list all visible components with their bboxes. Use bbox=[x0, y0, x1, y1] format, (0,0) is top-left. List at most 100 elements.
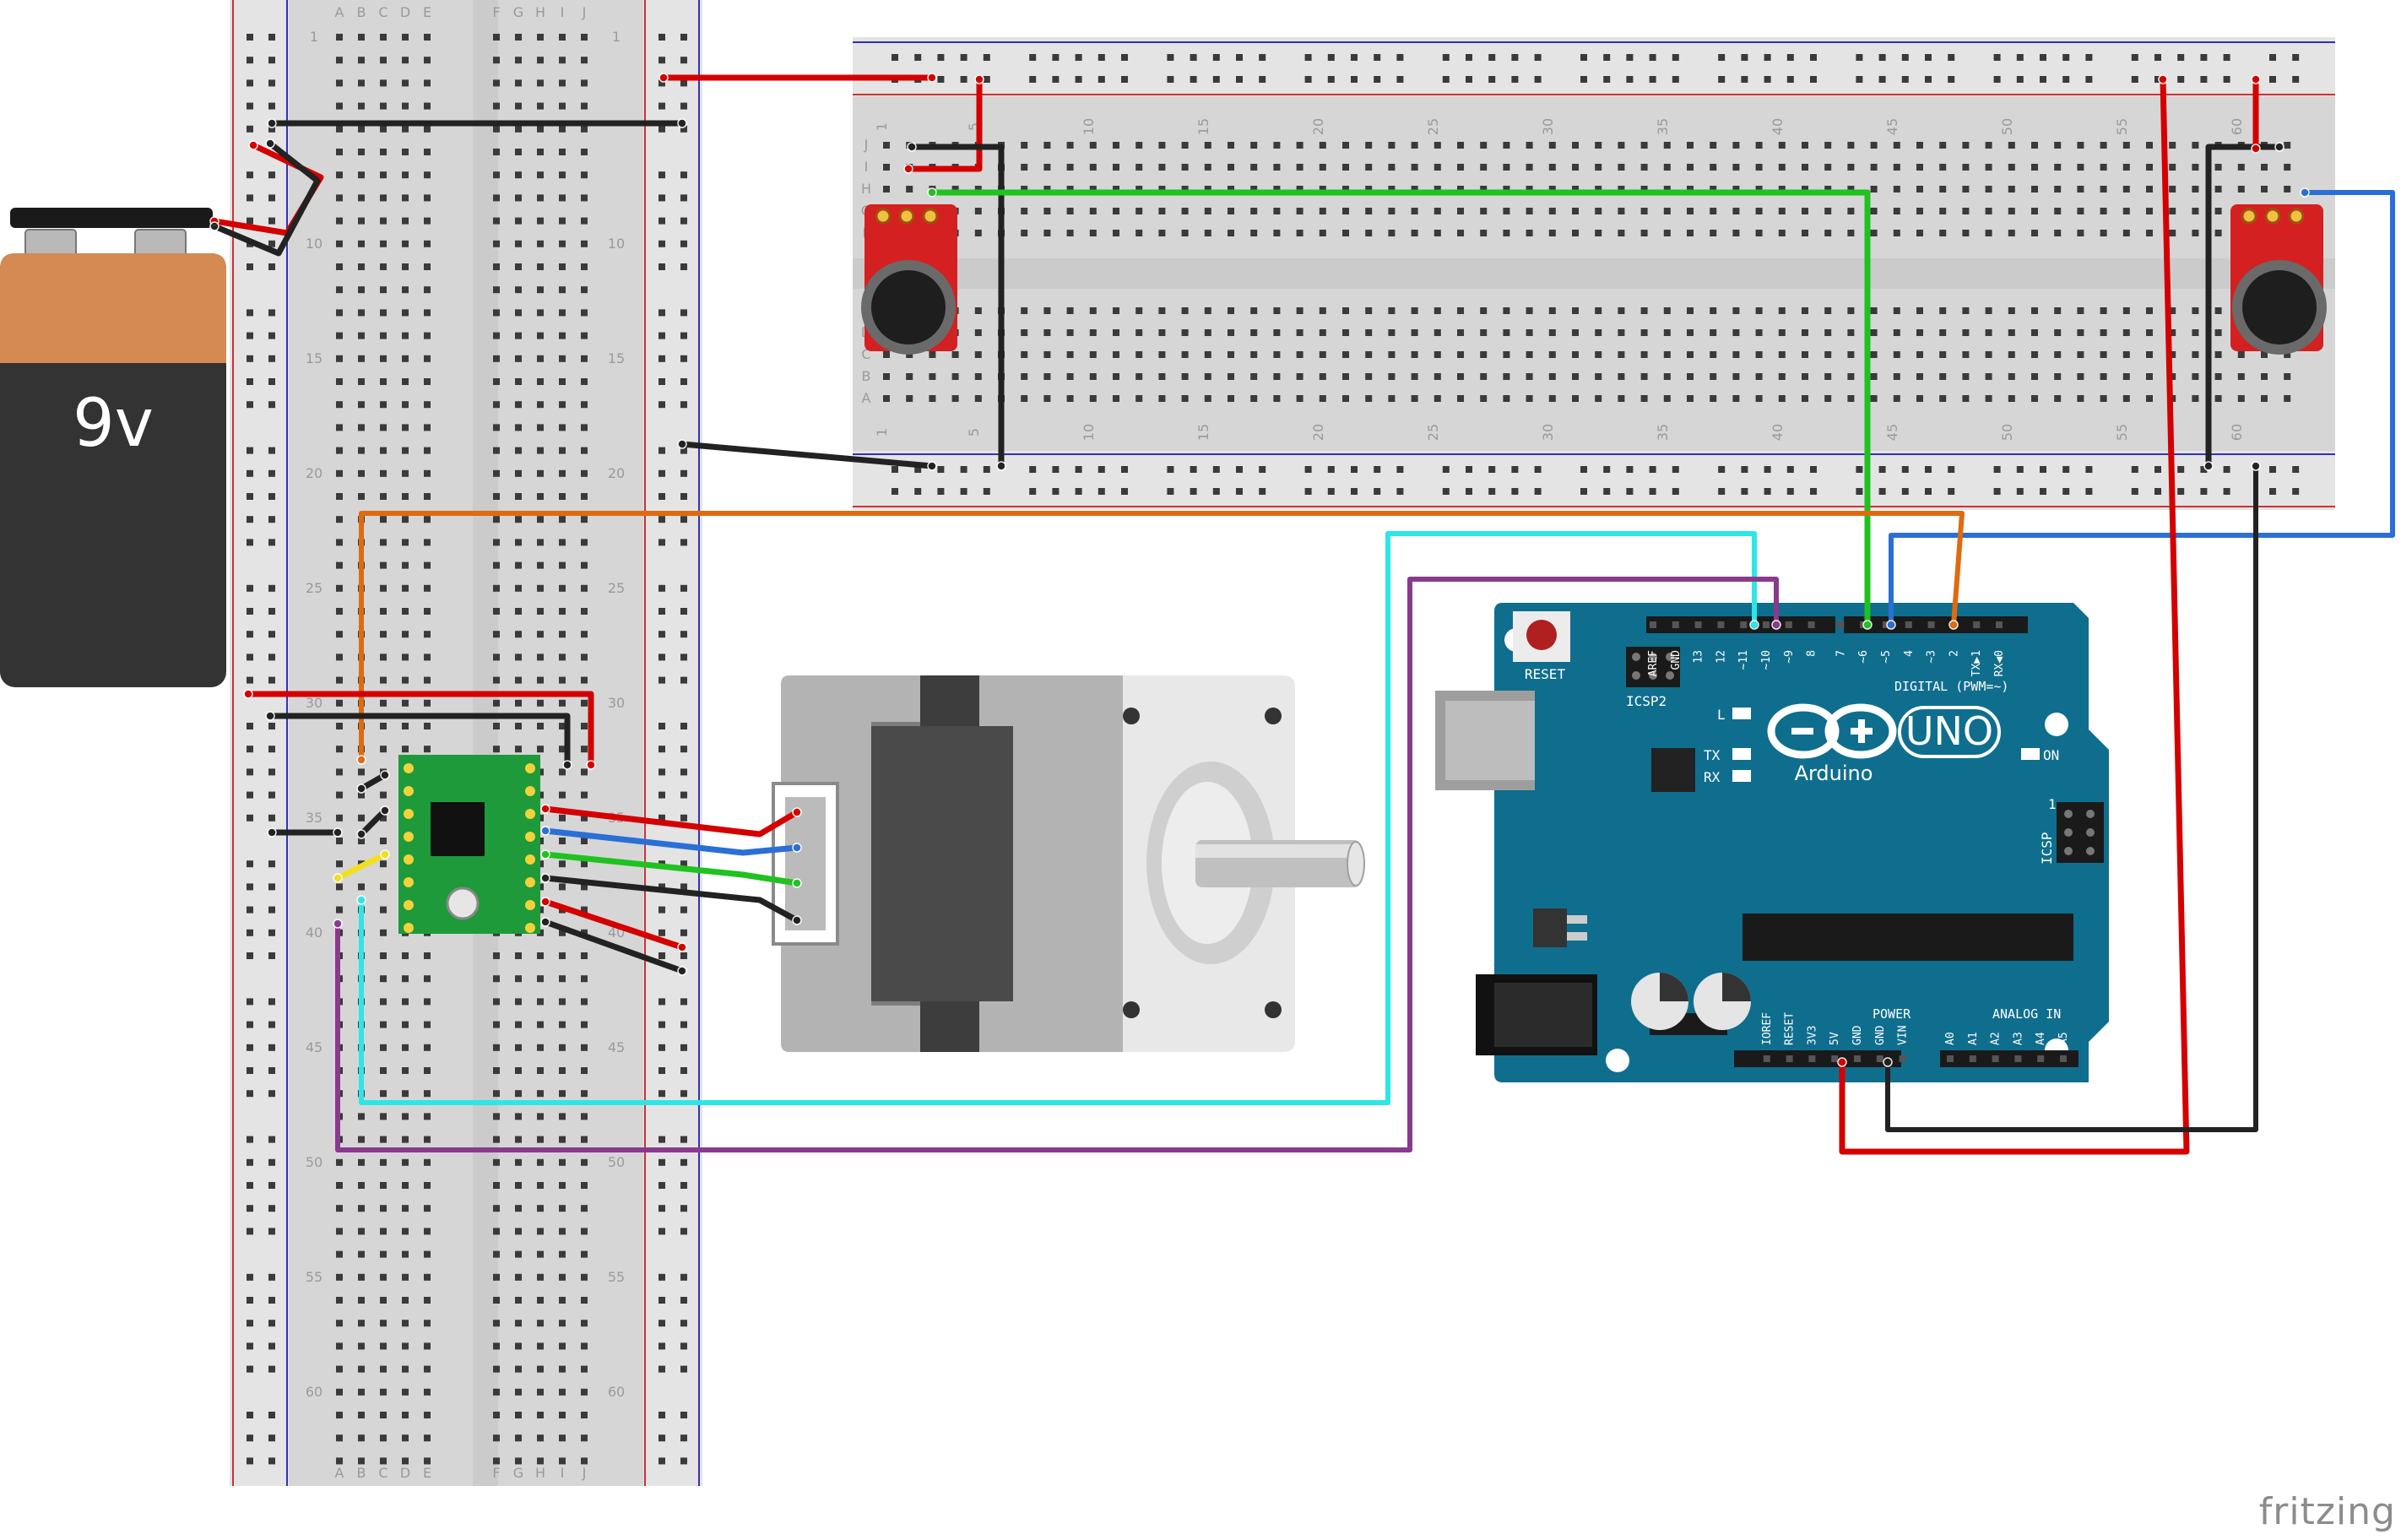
wire-coil-blue bbox=[542, 827, 800, 856]
arduino-pin-label: A5 bbox=[2057, 1032, 2070, 1045]
wire-driver-black-out bbox=[542, 919, 686, 974]
arduino-logo bbox=[1767, 703, 2001, 759]
row-number: 50 bbox=[306, 1154, 322, 1170]
col-letter: G bbox=[513, 1465, 523, 1481]
row-number: 50 bbox=[608, 1154, 625, 1170]
col-number: 45 bbox=[1884, 424, 1900, 441]
row-number: 1 bbox=[310, 29, 318, 45]
col-number: 15 bbox=[1195, 424, 1211, 441]
led-tx-label: TX bbox=[1704, 747, 1721, 763]
arduino-pin-label: 7 bbox=[1835, 650, 1847, 657]
arduino-pin-label: ~6 bbox=[1857, 650, 1870, 664]
row-number: 40 bbox=[306, 925, 322, 941]
row-number: 60 bbox=[608, 1384, 625, 1400]
col-number: 60 bbox=[2229, 424, 2245, 441]
arduino-pin-label: GND bbox=[1851, 1025, 1864, 1045]
col-number: 5 bbox=[966, 122, 982, 131]
arduino-pin-label: A3 bbox=[2012, 1032, 2024, 1045]
wire-coil-green bbox=[542, 851, 800, 887]
wire-driver-red bbox=[245, 691, 594, 768]
row-letter: C bbox=[861, 346, 870, 362]
col-letter: E bbox=[423, 4, 431, 20]
col-letter: F bbox=[492, 1465, 500, 1481]
col-letter: I bbox=[561, 1465, 565, 1481]
row-letter: A bbox=[862, 390, 871, 406]
wire-5v bbox=[1839, 76, 2190, 1155]
col-letter: G bbox=[513, 4, 523, 20]
arduino-pin-label: 12 bbox=[1715, 650, 1727, 664]
icsp2-label: ICSP2 bbox=[1626, 693, 1667, 709]
arduino-pin-label: 8 bbox=[1806, 650, 1818, 657]
arduino-pin-label: 4 bbox=[1903, 650, 1916, 657]
wire-sensor-left-out bbox=[929, 189, 1871, 628]
arduino-pin-label: RESET bbox=[1784, 1012, 1797, 1045]
row-letter: J bbox=[864, 137, 869, 153]
led-rx-label: RX bbox=[1704, 769, 1721, 785]
col-letter: J bbox=[582, 1465, 587, 1481]
arduino-pin-label: IOREF bbox=[1761, 1012, 1774, 1045]
col-letter: B bbox=[357, 4, 366, 20]
arduino-pin-label: 3V3 bbox=[1806, 1026, 1818, 1045]
col-letter: E bbox=[423, 1465, 431, 1481]
row-number: 20 bbox=[608, 465, 625, 481]
arduino-pin-label: VIN bbox=[1897, 1026, 1910, 1045]
col-number: 10 bbox=[1081, 424, 1097, 441]
arduino-pin-label: TX▶1 bbox=[1970, 650, 1983, 676]
wire-cyan bbox=[359, 531, 1757, 1105]
stepper-motor bbox=[772, 675, 1365, 1052]
col-letter: C bbox=[378, 4, 388, 20]
power-header-label: POWER bbox=[1873, 1006, 1911, 1022]
wire-coil-black bbox=[542, 875, 800, 924]
col-letter: J bbox=[582, 4, 587, 20]
col-letter: B bbox=[357, 1465, 366, 1481]
col-number: 25 bbox=[1425, 424, 1441, 441]
wire-driver-jumper-3 bbox=[334, 851, 388, 881]
horizontal-breadboard: JIHGFEDCBA115510101515202025253030353540… bbox=[853, 37, 2335, 510]
row-letter: H bbox=[861, 181, 871, 197]
col-letter: D bbox=[400, 4, 410, 20]
row-letter: B bbox=[862, 368, 871, 384]
wire-rail-black-mid bbox=[679, 441, 935, 469]
battery-label: 9v bbox=[73, 386, 154, 462]
col-letter: A bbox=[335, 4, 344, 20]
col-number: 25 bbox=[1425, 118, 1441, 135]
col-number: 1 bbox=[874, 428, 890, 437]
col-number: 1 bbox=[874, 122, 890, 131]
wire-coil-red bbox=[542, 805, 800, 838]
col-number: 40 bbox=[1770, 424, 1786, 441]
arduino-pin-label: ~9 bbox=[1783, 650, 1796, 664]
sound-sensor-right bbox=[2230, 204, 2327, 355]
row-number: 15 bbox=[608, 350, 625, 366]
arduino-pin-label: A2 bbox=[1990, 1032, 2003, 1045]
arduino-pin-label: 2 bbox=[1948, 650, 1960, 657]
wire-driver-black bbox=[267, 713, 571, 768]
col-letter: H bbox=[535, 1465, 545, 1481]
arduino-brand: Arduino bbox=[1795, 762, 1873, 785]
digital-header-label: DIGITAL (PWM=~) bbox=[1894, 679, 2008, 694]
row-number: 45 bbox=[608, 1039, 625, 1055]
wire-driver-red-out bbox=[542, 898, 686, 951]
col-letter: D bbox=[400, 1465, 410, 1481]
col-number: 20 bbox=[1310, 118, 1326, 135]
arduino-model: UNO bbox=[1905, 708, 1993, 754]
led-l-label: L bbox=[1717, 707, 1726, 723]
col-number: 50 bbox=[1999, 118, 2015, 135]
col-letter: C bbox=[378, 1465, 388, 1481]
stepper-driver bbox=[398, 755, 540, 934]
arduino-pin-label: RX◀0 bbox=[1993, 650, 2006, 676]
wire-gnd bbox=[1885, 464, 2258, 1132]
col-letter: I bbox=[561, 4, 565, 20]
arduino-pin-label: A1 bbox=[1967, 1032, 1980, 1045]
analog-header-label: ANALOG IN bbox=[1992, 1006, 2061, 1022]
icsp-pin1-label: 1 bbox=[2048, 796, 2057, 812]
col-number: 60 bbox=[2229, 118, 2245, 135]
arduino-pin-label: A4 bbox=[2035, 1032, 2047, 1045]
col-number: 40 bbox=[1770, 118, 1786, 135]
wires bbox=[211, 74, 2395, 1155]
col-letter: A bbox=[335, 1465, 344, 1481]
col-number: 30 bbox=[1540, 424, 1556, 441]
row-number: 25 bbox=[306, 580, 322, 596]
col-letter: H bbox=[535, 4, 545, 20]
col-number: 55 bbox=[2114, 118, 2130, 135]
